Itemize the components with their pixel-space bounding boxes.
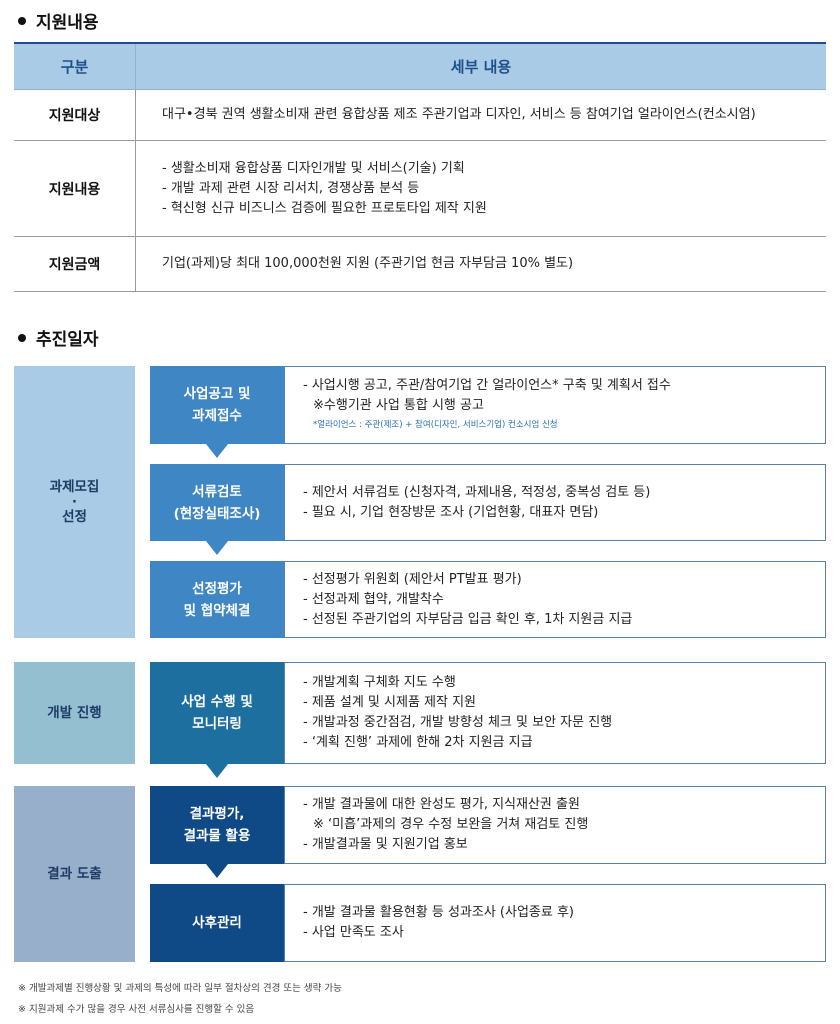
phase-label: 개발 진행 — [47, 705, 102, 721]
table-header: 구분 세부 내용 — [14, 44, 826, 90]
section-title-support: 지원내용 — [18, 8, 99, 33]
header-col-category: 구분 — [14, 44, 136, 89]
detail-line: - 사업시행 공고, 주관/참여기업 간 얼라이언스* 구축 및 계획서 접수 — [303, 378, 671, 393]
bullet-icon — [18, 333, 26, 342]
row-content: - 생활소비재 융합상품 디자인개발 및 서비스(기술) 기획 - 개발 과제 … — [136, 141, 826, 236]
step-label: 선정평가 — [192, 580, 242, 597]
section-title-text: 추진일자 — [36, 330, 99, 350]
step-detail: - 사업시행 공고, 주관/참여기업 간 얼라이언스* 구축 및 계획서 접수 … — [284, 366, 826, 444]
row-line: - 생활소비재 융합상품 디자인개발 및 서비스(기술) 기획 — [162, 160, 465, 176]
phase-label: · — [71, 494, 78, 510]
detail-line: - 개발 결과물 활용현황 등 성과조사 (사업종료 후) — [303, 905, 575, 920]
phase-label: 선정 — [62, 509, 87, 525]
phase-recruit-select: 과제모집 · 선정 — [14, 366, 135, 638]
bullet-icon — [18, 16, 26, 25]
down-arrow-icon — [206, 444, 228, 458]
row-line: - 혁신형 신규 비즈니스 검증에 필요한 프로토타입 제작 지원 — [162, 200, 487, 216]
step-label: 결과물 활용 — [183, 828, 251, 844]
row-label: 지원내용 — [14, 141, 136, 236]
step-announcement: 사업공고 및 과제접수 — [150, 366, 284, 458]
step-result-evaluation: 결과평가, 결과물 활용 — [150, 786, 284, 878]
step-execution-monitoring: 사업 수행 및 모니터링 — [150, 662, 284, 778]
phase-label: 과제모집 — [49, 479, 100, 495]
row-content: 기업(과제)당 최대 100,000천원 지원 (주관기업 현금 자부담금 10… — [136, 237, 826, 291]
detail-line: - 사업 만족도 조사 — [303, 925, 404, 940]
footnote: ※ 개발과제별 진행상황 및 과제의 특성에 따라 일부 절차상의 견경 또는 … — [18, 983, 342, 994]
step-detail: - 선정평가 위원회 (제안서 PT발표 평가) - 선정과제 협약, 개발착수… — [284, 561, 826, 638]
step-label: 사업 수행 및 — [181, 694, 253, 710]
step-label: 모니터링 — [192, 716, 242, 732]
row-line: 대구•경북 권역 생활소비재 관련 융합상품 제조 주관기업과 디자인, 서비스… — [162, 107, 756, 122]
detail-line: - 선정된 주관기업의 자부담금 입금 확인 후, 1차 지원금 지급 — [303, 611, 633, 627]
detail-line: - 개발결과물 및 지원기업 홍보 — [303, 837, 468, 852]
detail-line: - 개발과정 중간점검, 개발 방향성 체크 및 보안 자문 진행 — [303, 715, 613, 730]
step-label: (현장실태조사) — [173, 505, 261, 522]
detail-line: - 제품 설계 및 시제품 제작 지원 — [303, 695, 477, 710]
detail-line: - 선정평가 위원회 (제안서 PT발표 평가) — [303, 571, 522, 587]
step-label: 과제접수 — [192, 408, 242, 424]
table-row: 지원금액 기업(과제)당 최대 100,000천원 지원 (주관기업 현금 자부… — [14, 237, 826, 292]
row-line: 기업(과제)당 최대 100,000천원 지원 (주관기업 현금 자부담금 10… — [162, 256, 574, 271]
table-row: 지원대상 대구•경북 권역 생활소비재 관련 융합상품 제조 주관기업과 디자인… — [14, 90, 826, 141]
row-content: 대구•경북 권역 생활소비재 관련 융합상품 제조 주관기업과 디자인, 서비스… — [136, 90, 826, 140]
phase-development: 개발 진행 — [14, 662, 135, 764]
row-line: - 개발 과제 관련 시장 리서치, 경쟁상품 분석 등 — [162, 180, 420, 196]
step-document-review: 서류검토 (현장실태조사) — [150, 464, 284, 555]
support-table: 구분 세부 내용 지원대상 대구•경북 권역 생활소비재 관련 융합상품 제조 … — [14, 42, 826, 292]
section-title-text: 지원내용 — [36, 13, 99, 33]
detail-line: ※수행기관 사업 통합 시행 공고 — [313, 398, 484, 413]
step-label: 서류검토 — [192, 483, 242, 500]
phase-result: 결과 도출 — [14, 786, 135, 962]
detail-note: *얼라이언스 : 주관(제조) + 참여(디자인, 서비스기업) 컨소시엄 신청 — [313, 420, 558, 430]
step-detail: - 개발 결과물 활용현황 등 성과조사 (사업종료 후) - 사업 만족도 조… — [284, 884, 826, 962]
header-col-detail: 세부 내용 — [450, 58, 512, 76]
detail-line: - 개발계획 구체화 지도 수행 — [303, 675, 456, 690]
detail-line: - 개발 결과물에 대한 완성도 평가, 지식재산권 출원 — [303, 797, 580, 812]
step-label: 및 협약체결 — [183, 602, 251, 619]
step-selection-agreement: 선정평가 및 협약체결 — [150, 561, 284, 638]
down-arrow-icon — [206, 764, 228, 778]
detail-line: ※ ‘미흡’과제의 경우 수정 보완을 거쳐 재검토 진행 — [313, 817, 589, 832]
down-arrow-icon — [206, 864, 228, 878]
footnote: ※ 지원과제 수가 많을 경우 사전 서류심사를 진행할 수 있음 — [18, 1004, 255, 1015]
step-detail: - 제안서 서류검토 (신청자격, 과제내용, 적정성, 중복성 검토 등) -… — [284, 464, 826, 541]
row-label: 지원대상 — [14, 90, 136, 140]
detail-line: - 필요 시, 기업 현장방문 조사 (기업현황, 대표자 면담) — [303, 504, 599, 520]
step-detail: - 개발 결과물에 대한 완성도 평가, 지식재산권 출원 ※ ‘미흡’과제의 … — [284, 786, 826, 864]
step-detail: - 개발계획 구체화 지도 수행 - 제품 설계 및 시제품 제작 지원 - 개… — [284, 662, 826, 764]
detail-line: - 제안서 서류검토 (신청자격, 과제내용, 적정성, 중복성 검토 등) — [303, 484, 651, 500]
detail-line: - 선정과제 협약, 개발착수 — [303, 591, 444, 607]
table-row: 지원내용 - 생활소비재 융합상품 디자인개발 및 서비스(기술) 기획 - 개… — [14, 141, 826, 237]
step-follow-up: 사후관리 — [150, 884, 284, 962]
step-label: 결과평가, — [189, 806, 245, 822]
down-arrow-icon — [206, 541, 228, 555]
step-label: 사후관리 — [192, 915, 242, 931]
detail-line: - ‘계획 진행’ 과제에 한해 2차 지원금 지급 — [303, 735, 533, 750]
phase-label: 결과 도출 — [47, 866, 102, 882]
row-label: 지원금액 — [14, 237, 136, 291]
step-label: 사업공고 및 — [183, 386, 251, 402]
section-title-schedule: 추진일자 — [18, 325, 99, 350]
